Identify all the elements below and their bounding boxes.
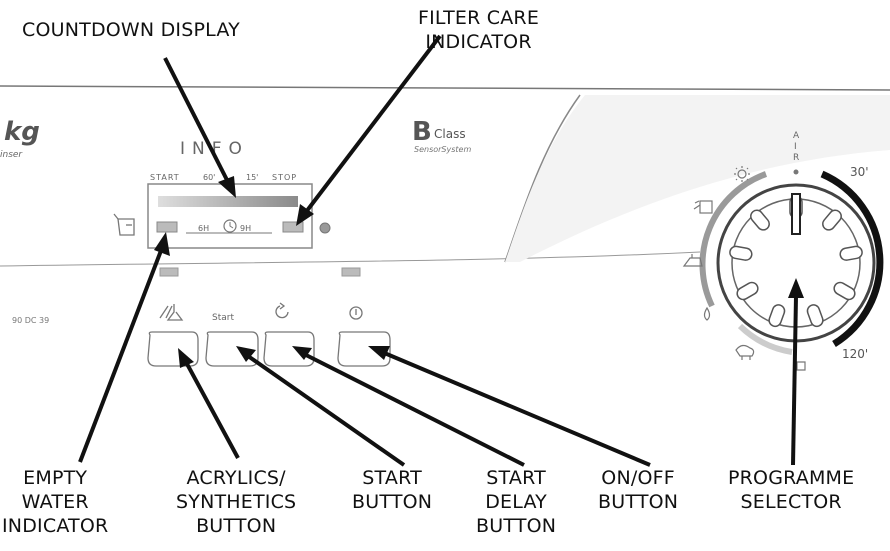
arrowhead-acrylics — [178, 348, 194, 368]
drop-icon — [703, 306, 711, 321]
arrow-countdown — [163, 57, 230, 183]
dial-black-arc — [820, 170, 884, 347]
water-container-icon — [113, 213, 135, 236]
sun-icon — [734, 166, 750, 182]
panel-swoosh-shade — [505, 95, 890, 262]
delay-9h: 9H — [240, 224, 251, 233]
dial-grey-arc — [699, 171, 768, 308]
arrow-filter-care — [304, 34, 442, 214]
class-letter: B — [412, 117, 432, 147]
panel-swoosh — [504, 94, 581, 263]
scale-60: 60' — [203, 173, 215, 182]
dial-dot — [793, 169, 799, 175]
filter-care-lamp — [319, 222, 331, 234]
arrowhead-programme — [788, 278, 804, 298]
dial-120: 120' — [842, 347, 868, 361]
arrowhead-start-delay — [292, 346, 312, 360]
acrylics-icon — [159, 304, 184, 321]
countdown-bar — [158, 196, 298, 207]
shirt-icon — [796, 361, 806, 371]
filter-care-led — [282, 221, 304, 233]
arrow-empty-water — [78, 247, 164, 463]
arrow-programme — [791, 295, 798, 466]
start-label: Start — [212, 313, 234, 323]
brand-sub: inser — [0, 150, 23, 160]
arrow-on-off — [381, 350, 651, 467]
dial-30: 30' — [850, 165, 869, 179]
arrowhead-filter-care — [296, 204, 314, 226]
arrow-start-delay — [303, 352, 525, 467]
led-left — [159, 267, 179, 277]
sheep-icon — [735, 344, 755, 360]
delay-icon — [275, 302, 289, 319]
arrowhead-start — [236, 346, 256, 362]
scale-15: 15' — [246, 173, 258, 182]
arrowhead-on-off — [368, 346, 390, 360]
label-start-delay-button: START DELAY BUTTON — [476, 467, 557, 537]
led-right — [341, 267, 361, 277]
on-off-button[interactable] — [337, 331, 391, 367]
label-empty-water-indicator: EMPTY WATER INDICATOR — [2, 467, 109, 537]
dial-pointer — [791, 193, 801, 235]
arrowhead-empty-water — [154, 232, 170, 256]
label-filter-care-indicator: FILTER CARE INDICATOR — [418, 7, 540, 53]
class-word: Class — [434, 127, 466, 141]
arrow-start — [246, 354, 406, 467]
label-programme-selector: PROGRAMME SELECTOR — [728, 467, 855, 513]
clock-icon — [223, 219, 237, 233]
power-icon — [349, 306, 363, 320]
iron-icon — [682, 254, 703, 267]
arrowhead-countdown — [218, 176, 236, 198]
dial-light-arc — [737, 323, 793, 355]
scale-stop: STOP — [272, 173, 297, 182]
empty-water-led — [156, 221, 178, 233]
programme-selector[interactable] — [699, 169, 884, 355]
delay-6h: 6H — [198, 224, 209, 233]
label-start-button: START BUTTON — [352, 467, 433, 513]
label-on-off-button: ON/OFF BUTTON — [598, 467, 679, 513]
model-number: 90 DC 39 — [12, 316, 49, 325]
sensor-system: SensorSystem — [414, 145, 471, 154]
label-acrylics-synthetics-button: ACRYLICS/ SYNTHETICS BUTTON — [176, 467, 297, 537]
panel-lower-edge — [0, 251, 701, 267]
countdown-display — [147, 183, 313, 249]
cupboard-icon — [693, 200, 713, 214]
label-countdown-display: COUNTDOWN DISPLAY — [22, 19, 240, 41]
brand-fragment: kg — [4, 117, 40, 147]
panel-top-edge — [0, 85, 890, 91]
arrow-acrylics — [184, 361, 240, 459]
callout-arrows — [78, 34, 804, 467]
scale-start: START — [150, 173, 180, 182]
